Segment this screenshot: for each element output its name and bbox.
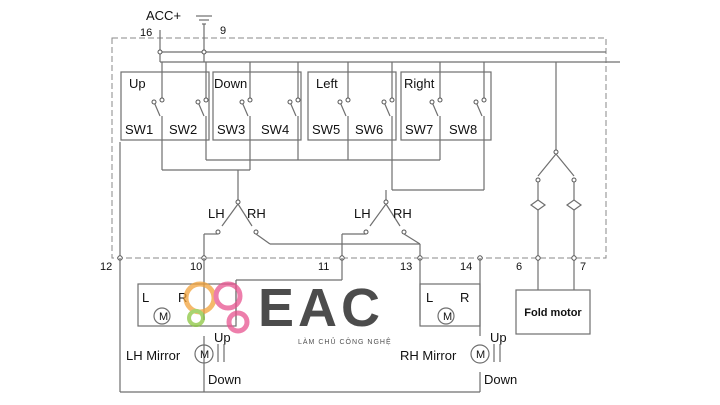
selector-rh-2: RH — [393, 206, 412, 221]
rh-mirror-down: Down — [484, 372, 517, 387]
terminal-16: 16 — [140, 27, 152, 39]
logo-pink-dot — [226, 310, 250, 334]
fold-motor-label: Fold motor — [524, 307, 582, 319]
lh-lr-motor: M — [159, 311, 168, 323]
switch-label-sw7: SW7 — [405, 122, 433, 137]
switch-blade-3 — [241, 101, 249, 117]
eac-watermark: EAC LÀM CHỦ CÔNG NGHỆ — [183, 278, 392, 346]
power-rails — [157, 28, 620, 63]
ground-icon — [196, 15, 212, 28]
fold-motor-branch — [529, 62, 583, 290]
selector-lh-2: LH — [354, 206, 371, 221]
terminal-7: 7 — [580, 261, 586, 273]
switch-contact-3 — [247, 97, 253, 103]
logo-green-dot — [187, 309, 205, 327]
switch-label-sw6: SW6 — [355, 122, 383, 137]
switch-pivot-6 — [381, 99, 387, 105]
rh-mirror-l: L — [426, 290, 433, 305]
terminal-13: 13 — [400, 261, 412, 273]
switch-contact-7 — [437, 97, 443, 103]
selector-switch-1 — [203, 199, 420, 258]
switch-pivot-7 — [429, 99, 435, 105]
terminal-14: 14 — [460, 261, 472, 273]
terminal-acc: ACC+ — [146, 8, 181, 23]
switch-contacts — [151, 62, 487, 140]
switch-blade-5 — [339, 101, 347, 117]
switch-label-sw1: SW1 — [125, 122, 153, 137]
switch-label-sw4: SW4 — [261, 122, 289, 137]
switch-pivot-5 — [337, 99, 343, 105]
switch-group-right: Right — [400, 71, 492, 141]
rh-mirror-assembly — [419, 283, 501, 364]
logo-orange-ring — [183, 281, 217, 315]
logo-tagline: LÀM CHỦ CÔNG NGHỆ — [298, 337, 392, 346]
terminal-node-7 — [571, 255, 577, 261]
terminal-9: 9 — [220, 25, 226, 37]
selector-rh-1: RH — [247, 206, 266, 221]
switch-pivot-1 — [151, 99, 157, 105]
rh-mirror-label: RH Mirror — [400, 348, 457, 363]
rh-lr-motor: M — [443, 311, 452, 323]
switch-contact-1 — [159, 97, 165, 103]
switch-blade-1 — [153, 101, 161, 117]
switch-contact-4 — [295, 97, 301, 103]
switch-label-sw2: SW2 — [169, 122, 197, 137]
switch-pivot-4 — [287, 99, 293, 105]
switch-pivot-2 — [195, 99, 201, 105]
terminal-11: 11 — [318, 261, 329, 273]
terminal-6: 6 — [516, 261, 522, 273]
switch-label-sw3: SW3 — [217, 122, 245, 137]
switch-group-label: Down — [214, 76, 247, 91]
terminal-10: 10 — [190, 261, 202, 273]
logo-pink-ring — [213, 281, 243, 311]
lh-mirror-down: Down — [208, 372, 241, 387]
lh-mirror-l: L — [142, 290, 149, 305]
lh-ud-motor: M — [200, 349, 209, 361]
switch-pivot-3 — [239, 99, 245, 105]
rh-mirror-up: Up — [490, 330, 507, 345]
terminal-node-6 — [535, 255, 541, 261]
switch-contact-6 — [389, 97, 395, 103]
rh-ud-motor: M — [476, 349, 485, 361]
switch-group-down: Down — [212, 71, 302, 141]
switch-group-label: Right — [404, 76, 435, 91]
switch-blade-8 — [475, 101, 483, 117]
switch-blade-6 — [383, 101, 391, 117]
switch-contact-2 — [203, 97, 209, 103]
lh-mirror-label: LH Mirror — [126, 348, 181, 363]
switch-group-left: Left — [307, 71, 397, 141]
lh-mirror-r: R — [178, 290, 187, 305]
rh-mirror-r: R — [460, 290, 469, 305]
switch-blade-7 — [431, 101, 439, 117]
switch-group-up: Up — [120, 71, 210, 141]
logo-brand-text: EAC — [258, 278, 384, 338]
switch-blade-4 — [289, 101, 297, 117]
fold-motor: Fold motor — [515, 289, 591, 335]
selector-lh-1: LH — [208, 206, 225, 221]
selector-switch-2 — [341, 199, 421, 258]
switch-pivot-8 — [473, 99, 479, 105]
switch-label-sw5: SW5 — [312, 122, 340, 137]
switch-contact-5 — [345, 97, 351, 103]
housing-outline — [111, 37, 607, 259]
terminal-12: 12 — [100, 261, 112, 273]
switch-contact-8 — [481, 97, 487, 103]
switch-bus-wires — [119, 140, 485, 258]
switch-label-sw8: SW8 — [449, 122, 477, 137]
switch-group-label: Left — [316, 76, 338, 91]
lh-mirror-up: Up — [214, 330, 231, 345]
switch-group-label: Up — [129, 76, 146, 91]
switch-blade-2 — [197, 101, 205, 117]
